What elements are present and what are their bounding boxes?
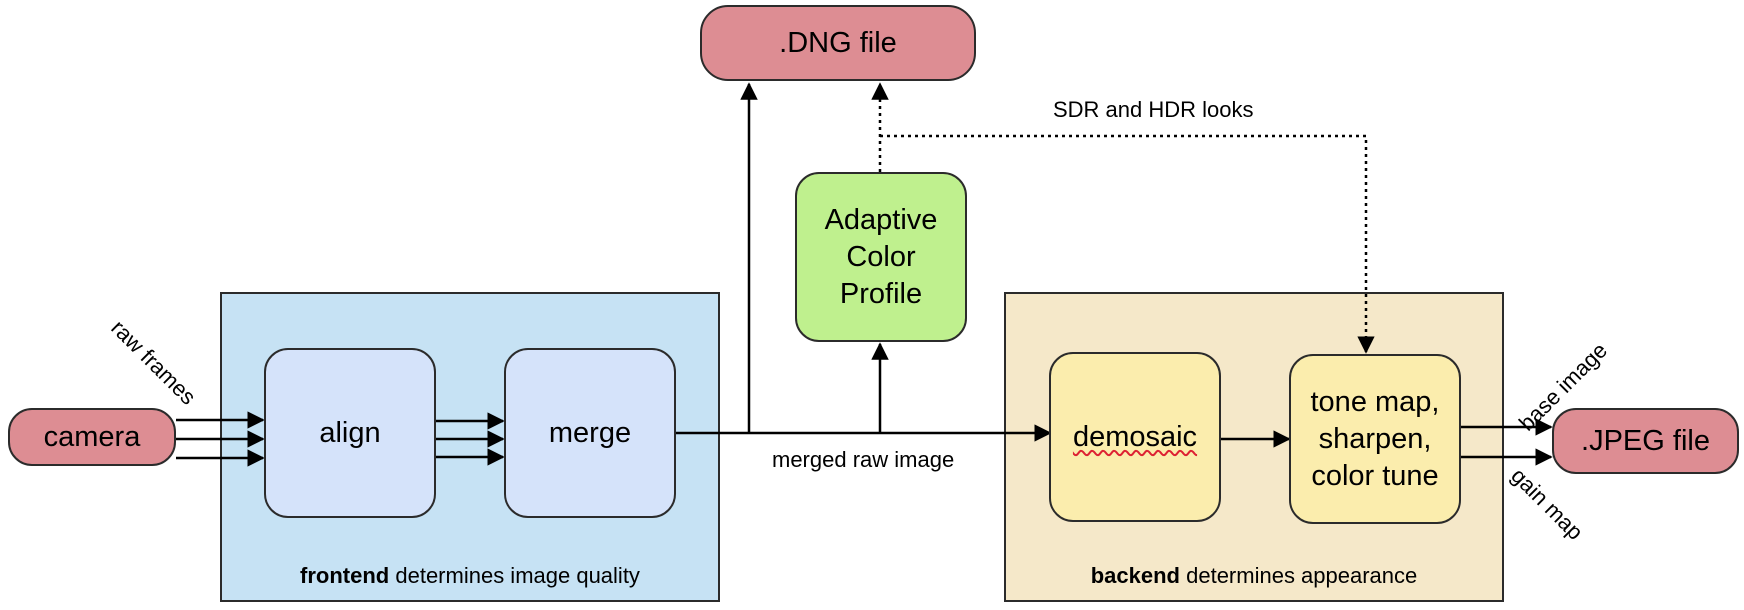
merge-label: merge <box>548 416 632 449</box>
merge-node: merge <box>504 348 676 518</box>
dng-file-node: .DNG file <box>700 5 976 81</box>
adaptive-color-profile-node: Adaptive Color Profile <box>795 172 967 342</box>
backend-caption: backend determines appearance <box>1004 563 1504 589</box>
dng-file-label: .DNG file <box>779 26 897 59</box>
frontend-caption-bold: frontend <box>300 563 390 588</box>
tone-map-node: tone map, sharpen, color tune <box>1289 354 1461 524</box>
merged-raw-image-label: merged raw image <box>772 447 955 472</box>
backend-caption-bold: backend <box>1090 563 1180 588</box>
demosaic-node: demosaic <box>1049 352 1221 522</box>
jpeg-file-label: .JPEG file <box>1581 424 1710 457</box>
tone-map-label: tone map, sharpen, color tune <box>1310 385 1440 492</box>
align-label: align <box>319 416 381 449</box>
frontend-caption: frontend determines image quality <box>220 563 720 589</box>
demosaic-label: demosaic <box>1072 420 1198 453</box>
camera-node: camera <box>8 408 176 466</box>
sdr-hdr-looks-label: SDR and HDR looks <box>1053 97 1254 122</box>
align-node: align <box>264 348 436 518</box>
sdr-hdr-dotted-arrow <box>880 134 1375 354</box>
camera-label: camera <box>43 420 141 453</box>
adaptive-color-profile-label: Adaptive Color Profile <box>824 203 938 310</box>
jpeg-file-node: .JPEG file <box>1552 408 1739 474</box>
frontend-caption-rest: determines image quality <box>389 563 640 588</box>
backend-caption-rest: determines appearance <box>1180 563 1418 588</box>
